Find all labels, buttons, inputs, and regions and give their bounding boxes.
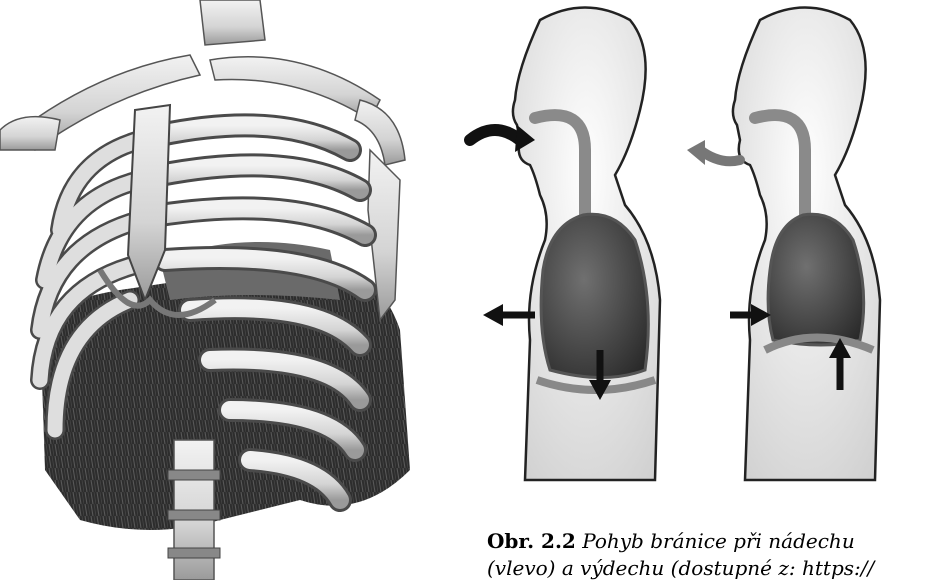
caption-text-line-1: Pohyb bránice při nádechu	[582, 529, 855, 553]
caption-label: Obr. 2.2	[487, 529, 576, 553]
caption-line-1: Obr. 2.2 Pohyb bránice při nádechu	[487, 528, 946, 555]
chest-expand-arrow	[483, 304, 535, 326]
inhale-figure	[470, 8, 660, 481]
breathing-diagram	[455, 0, 946, 490]
figure-caption: Obr. 2.2 Pohyb bránice při nádechu (vlev…	[487, 528, 946, 582]
ribcage-illustration	[0, 0, 440, 580]
exhale-figure	[687, 8, 880, 481]
spine	[168, 440, 220, 580]
caption-text-line-2: (vlevo) a výdechu (dostupné z: https://	[487, 555, 946, 582]
exhale-airflow-arrow	[687, 140, 740, 165]
